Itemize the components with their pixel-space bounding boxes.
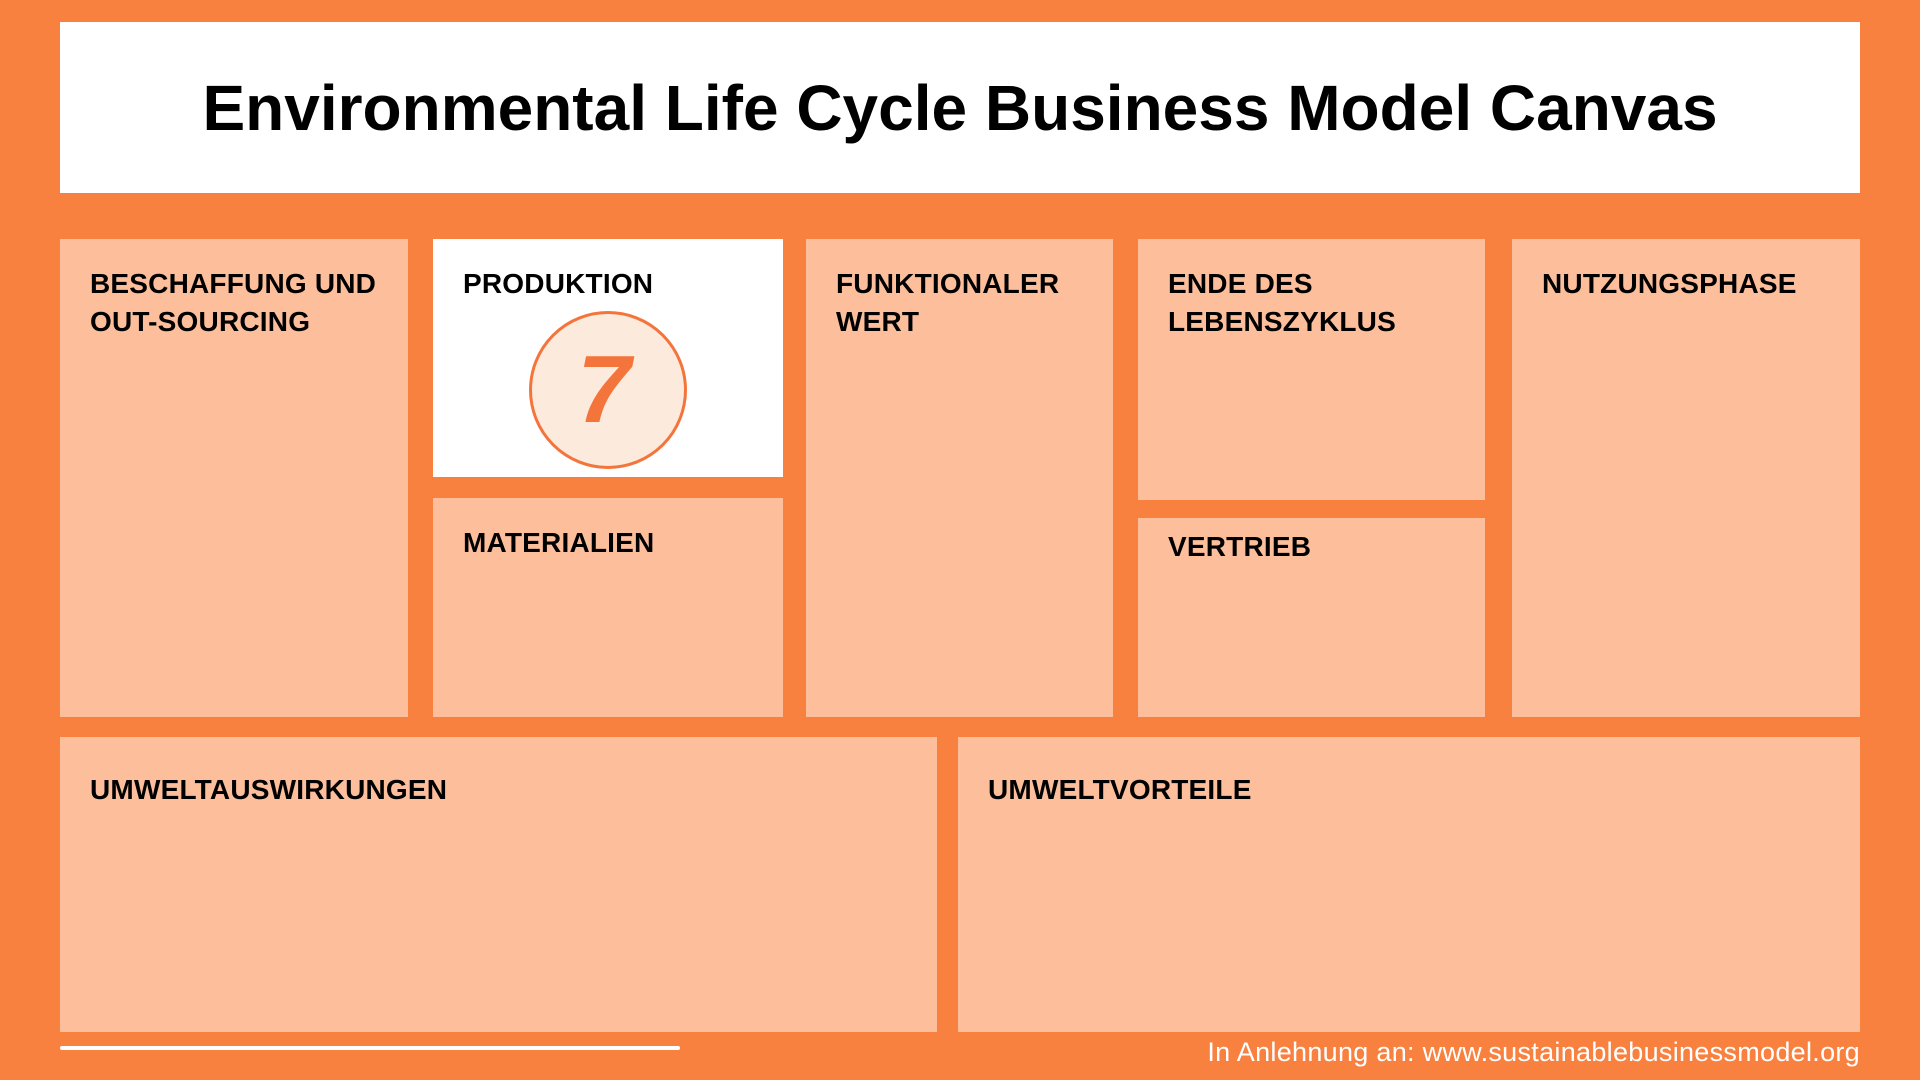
panel-nutzungsphase: NUTZUNGSPHASE [1512,239,1860,717]
panel-produktion: PRODUKTION 7 [433,239,783,477]
footer-attribution: In Anlehnung an: www.sustainablebusiness… [1207,1037,1860,1067]
panel-nutzungsphase-label: NUTZUNGSPHASE [1542,268,1797,299]
panel-umweltvorteile: UMWELTVORTEILE [958,737,1860,1032]
panel-beschaffung-und-outsourcing: BESCHAFFUNG UND OUT-SOURCING [60,239,408,717]
panel-funktionaler-wert-label: FUNKTIONALER WERT [836,268,1060,337]
footer-divider-line [60,1046,680,1050]
panel-materialien-label: MATERIALIEN [463,527,655,558]
panel-beschaffung-label: BESCHAFFUNG UND OUT-SOURCING [90,268,377,337]
panel-funktionaler-wert: FUNKTIONALER WERT [806,239,1113,717]
produktion-step-circle: 7 [529,311,687,469]
produktion-step-number: 7 [577,336,631,443]
panel-vertrieb-label: VERTRIEB [1168,531,1312,562]
page-title: Environmental Life Cycle Business Model … [202,71,1718,144]
panel-vertrieb: VERTRIEB [1138,518,1485,717]
panel-umweltauswirkungen-label: UMWELTAUSWIRKUNGEN [90,774,448,805]
panel-umweltauswirkungen: UMWELTAUSWIRKUNGEN [60,737,937,1032]
panel-ende-des-lebenszyklus: ENDE DES LEBENSZYKLUS [1138,239,1485,500]
panel-materialien: MATERIALIEN [433,498,783,717]
panel-ende-des-lebenszyklus-label: ENDE DES LEBENSZYKLUS [1168,268,1396,337]
panel-produktion-label: PRODUKTION [463,268,654,299]
panel-umweltvorteile-label: UMWELTVORTEILE [988,774,1252,805]
header-banner: Environmental Life Cycle Business Model … [60,22,1860,193]
